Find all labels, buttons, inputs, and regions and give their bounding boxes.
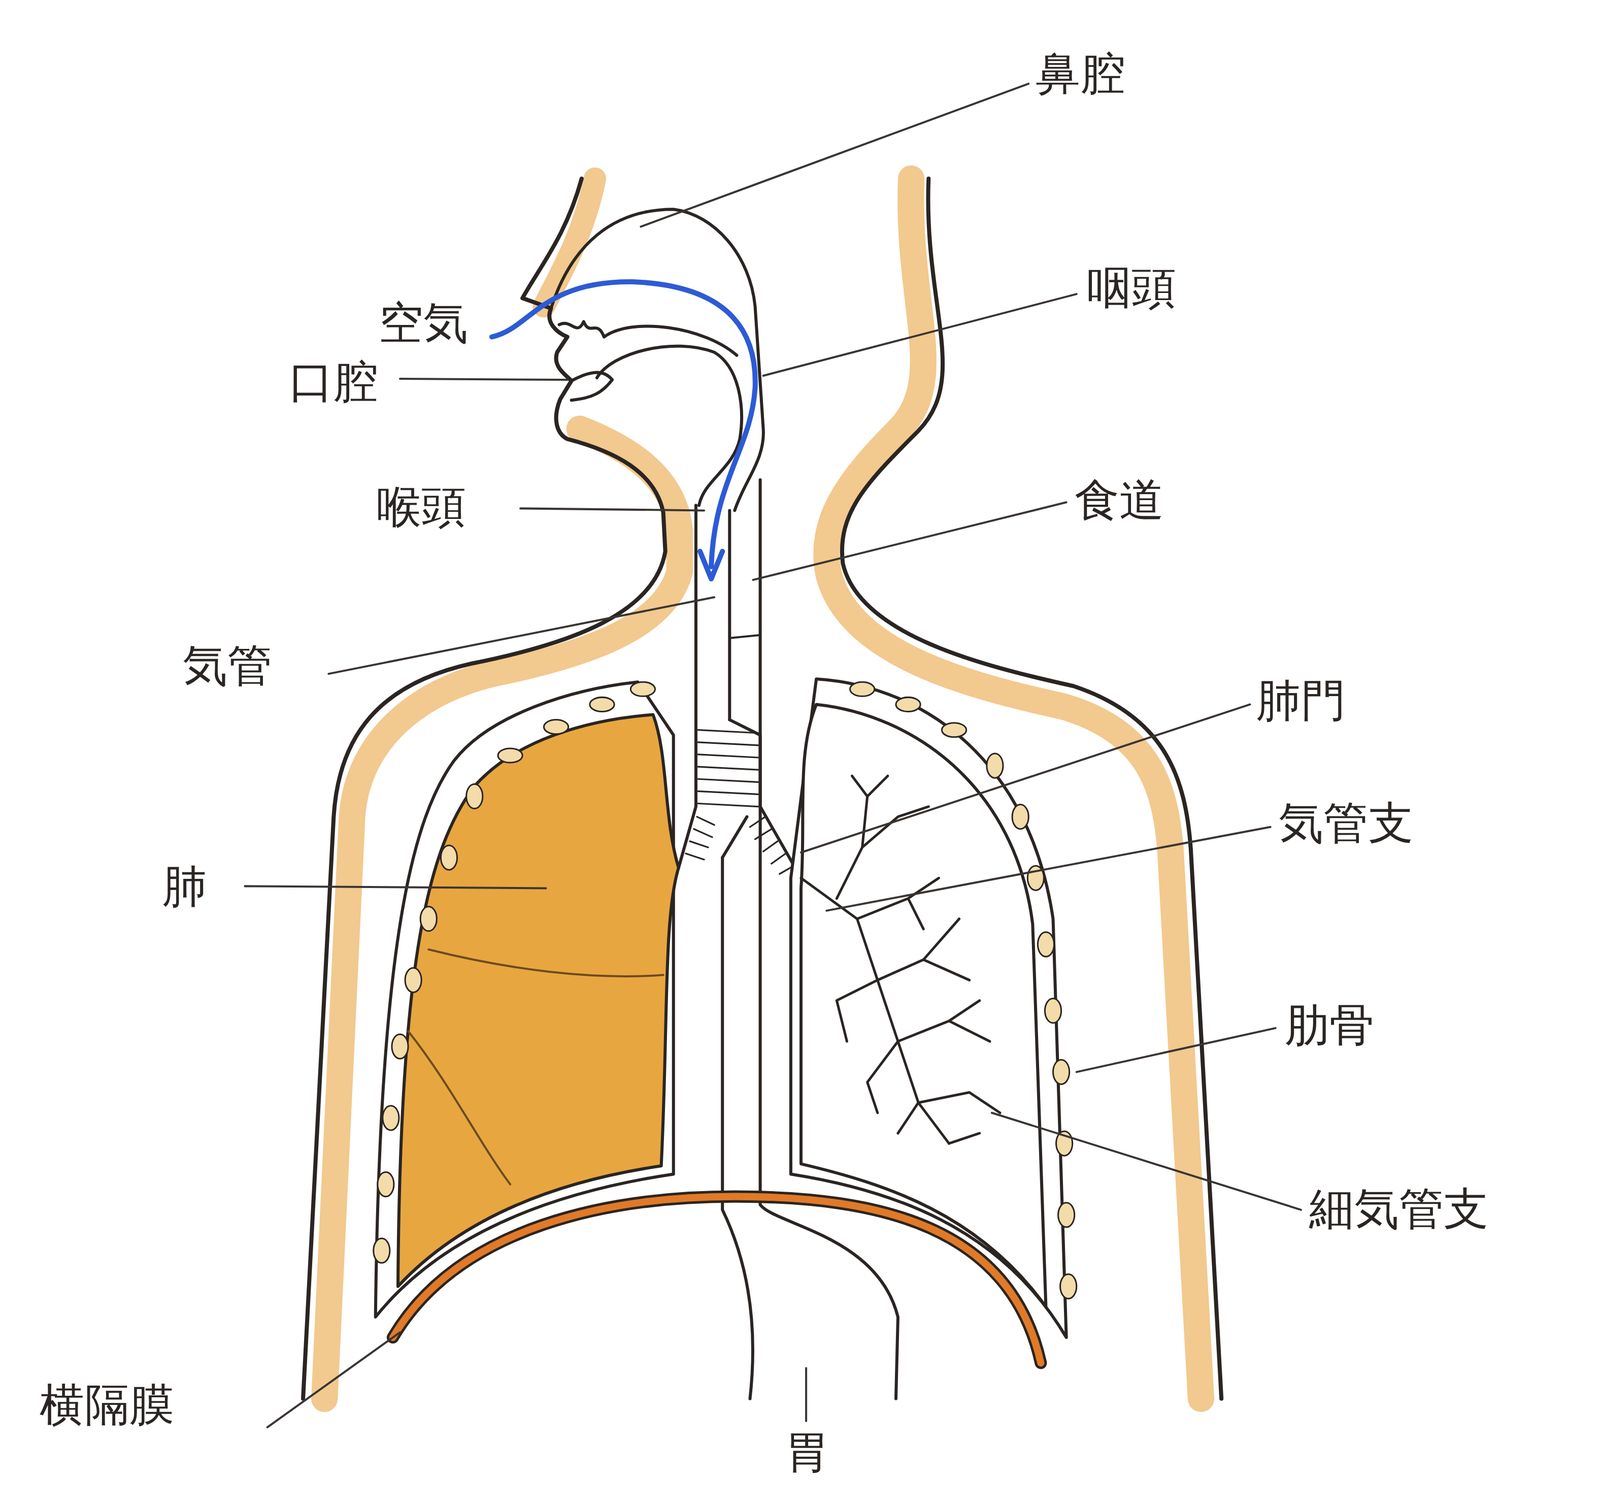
part-label: 鼻腔 (1032, 46, 1129, 100)
part-label: 肋骨 (1281, 998, 1378, 1052)
part-label: 肺 (159, 859, 211, 913)
part-label: 喉頭 (373, 479, 470, 533)
part-label: 肺門 (1253, 673, 1350, 727)
part-label: 口腔 (285, 355, 382, 409)
part-label: 食道 (1071, 473, 1168, 527)
part-label: 気管支 (1275, 795, 1417, 850)
part-label: 胃 (781, 1424, 833, 1479)
part-label: 空気 (375, 295, 472, 350)
part-label: 細気管支 (1306, 1182, 1492, 1236)
part-label: 気管 (179, 639, 276, 693)
part-label: 咽頭 (1083, 261, 1180, 315)
part-label: 横隔膜 (36, 1378, 178, 1432)
